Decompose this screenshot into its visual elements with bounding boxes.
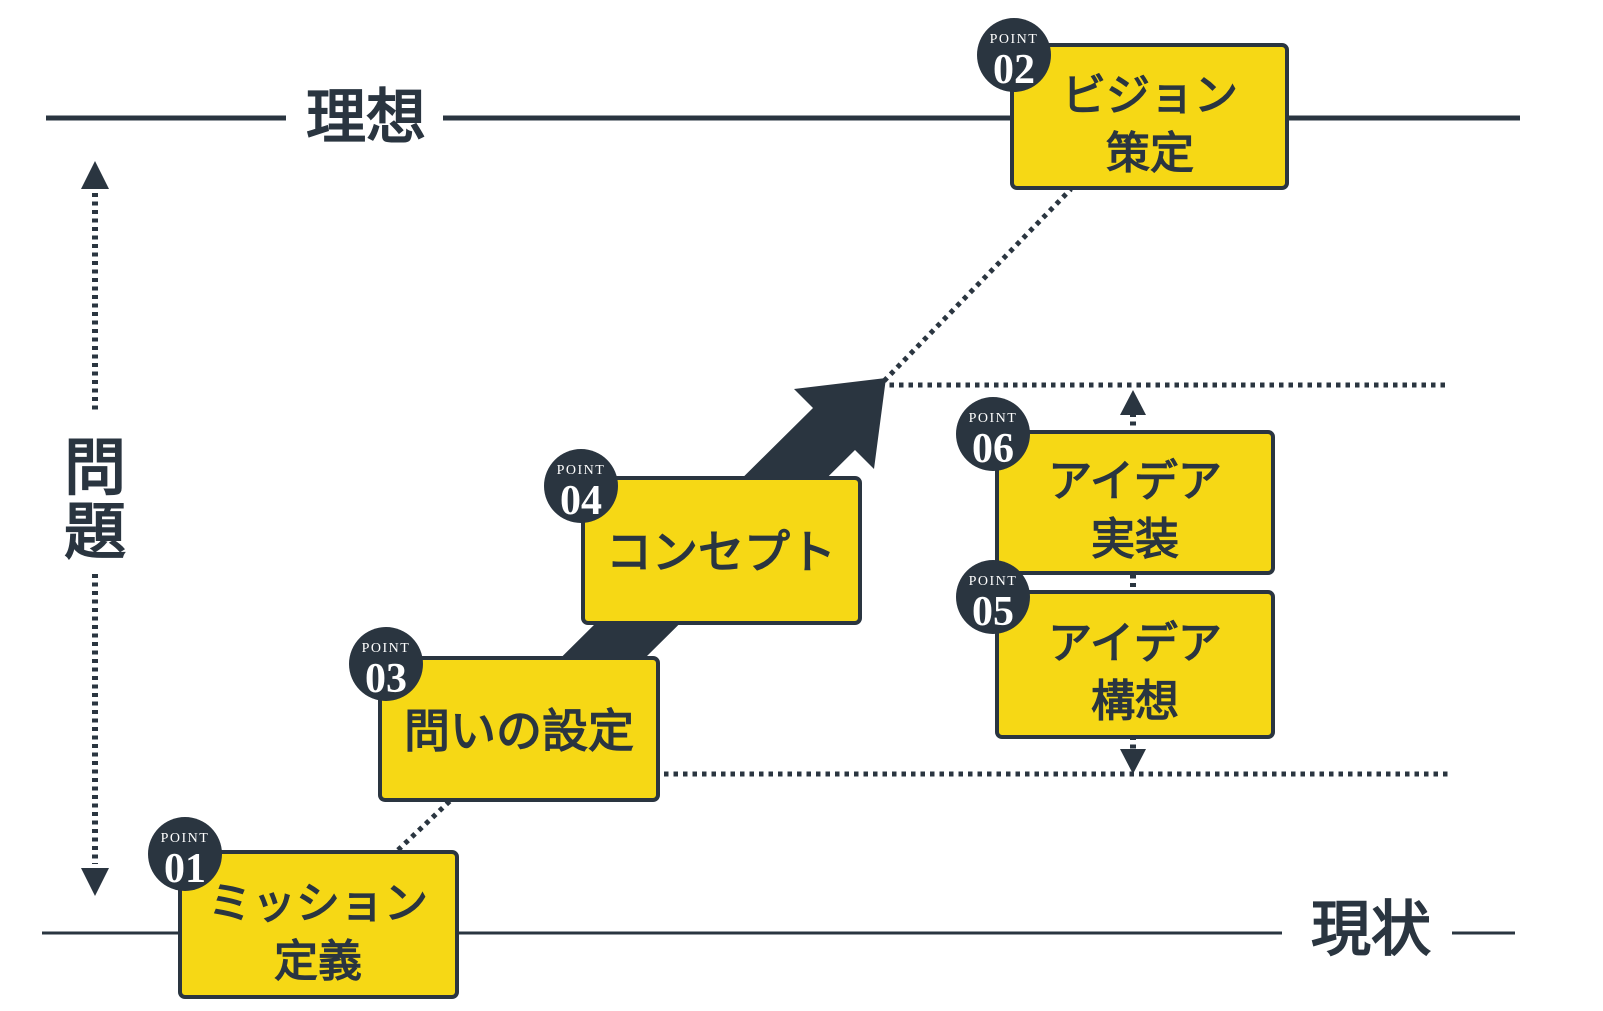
badge-point-label: POINT <box>161 831 210 846</box>
badge-point-label: POINT <box>990 32 1039 47</box>
badge-circle <box>977 18 1051 92</box>
badge-number: 06 <box>972 426 1014 472</box>
point-05-label: アイデア 構想 <box>1048 618 1222 726</box>
problem-label: 問 題 <box>64 435 126 567</box>
point-01-label-line1: ミッション <box>208 879 428 928</box>
point-06-label-line2: 実装 <box>1091 515 1179 564</box>
problem-label-char2: 題 <box>64 499 126 567</box>
ideal-label: 理想 <box>306 85 426 151</box>
problem-double-arrow <box>81 161 109 896</box>
arrow-down-icon <box>1120 749 1146 774</box>
point-05-label-line2: 構想 <box>1091 677 1179 726</box>
arrow-up-icon <box>1120 390 1146 415</box>
point-04-box <box>581 476 862 625</box>
current-label: 現状 <box>1311 897 1432 963</box>
point-05-badge: POINT 05 <box>956 560 1030 635</box>
diagonal-dotted-connector-point1-point3 <box>396 797 454 852</box>
badge-number: 03 <box>365 656 407 702</box>
badge-circle <box>148 817 222 891</box>
point-01-box <box>178 850 459 999</box>
badge-circle <box>956 397 1030 471</box>
point-02-label-line2: 策定 <box>1106 129 1194 178</box>
point-03-badge: POINT 03 <box>349 627 423 702</box>
point-02-label-line1: ビジョン <box>1062 71 1238 120</box>
point-01-label-line2: 定義 <box>274 937 362 986</box>
point-05-label-line1: アイデア <box>1048 618 1222 668</box>
diagonal-dotted-connector-arrow-point2 <box>882 187 1073 383</box>
point-02-box <box>1010 43 1289 190</box>
point-03-box <box>378 656 660 802</box>
badge-point-label: POINT <box>969 574 1018 589</box>
point-02-badge: POINT 02 <box>977 18 1051 93</box>
point-02-label: ビジョン 策定 <box>1062 71 1238 178</box>
badge-number: 01 <box>164 846 206 892</box>
badge-point-label: POINT <box>969 411 1018 426</box>
point-04-badge: POINT 04 <box>544 449 618 524</box>
badge-circle <box>544 449 618 523</box>
badge-point-label: POINT <box>557 463 606 478</box>
point-03-label: 問いの設定 <box>404 706 634 757</box>
arrow-down-icon <box>81 868 109 896</box>
badge-number: 05 <box>972 589 1014 635</box>
badge-number: 04 <box>560 478 602 524</box>
point-04-label: コンセプト <box>606 527 836 578</box>
point-01-badge: POINT 01 <box>148 817 222 892</box>
badge-point-label: POINT <box>362 641 411 656</box>
badge-circle <box>956 560 1030 634</box>
arrow-up-icon <box>81 161 109 189</box>
point-05-box <box>995 590 1275 739</box>
problem-label-char1: 問 <box>64 435 126 503</box>
point-01-label: ミッション 定義 <box>208 879 428 986</box>
badge-number: 02 <box>993 47 1035 93</box>
point-06-badge: POINT 06 <box>956 397 1030 472</box>
point-06-box <box>995 430 1275 575</box>
point-06-label: アイデア 実装 <box>1048 456 1222 564</box>
point-06-label-line1: アイデア <box>1048 456 1222 506</box>
badge-circle <box>349 627 423 701</box>
